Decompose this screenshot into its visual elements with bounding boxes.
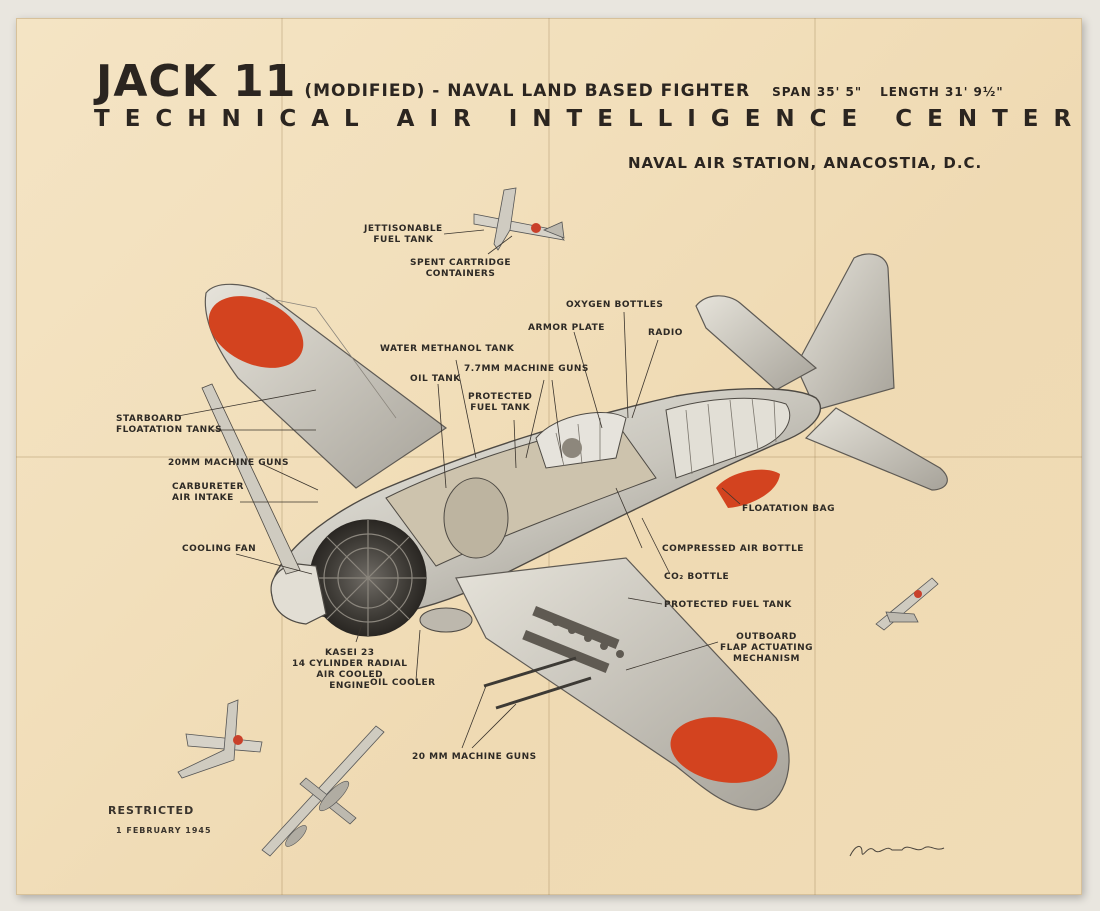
label-line: FUEL TANK [470, 403, 531, 413]
propeller-spinner [270, 563, 327, 625]
label-line: FLAP ACTUATING [720, 643, 813, 653]
label-protected-fuel-tank-upper: PROTECTED FUEL TANK [468, 392, 532, 414]
rear-fuselage-frames [665, 397, 791, 479]
horizontal-stabilizer-lower [804, 407, 948, 491]
poster-title: JACK 11 (MODIFIED) - NAVAL LAND BASED FIG… [96, 56, 1004, 107]
poster-sheet: JACK 11 (MODIFIED) - NAVAL LAND BASED FIG… [16, 18, 1082, 895]
label-outboard-flap-mechanism: OUTBOARD FLAP ACTUATING MECHANISM [720, 632, 813, 665]
label-line: CARBURETER [172, 482, 244, 492]
location-line: NAVAL AIR STATION, ANACOSTIA, D.C. [628, 154, 983, 172]
label-line: AIR COOLED [316, 670, 384, 680]
label-20mm-machine-guns-lower: 20 MM MACHINE GUNS [412, 752, 537, 762]
label-starboard-floatation-tanks: STARBOARD FLOATATION TANKS [116, 414, 222, 436]
label-7-7mm-machine-guns: 7.7MM MACHINE GUNS [464, 364, 589, 374]
label-protected-fuel-tank: PROTECTED FUEL TANK [664, 600, 792, 610]
label-floatation-bag: FLOATATION BAG [742, 504, 835, 514]
port-hinomaru [670, 717, 778, 783]
label-kasei-engine: KASEI 23 14 CYLINDER RADIAL AIR COOLED E… [292, 648, 408, 692]
length-dimension: LENGTH 31' 9½" [880, 85, 1004, 99]
label-line: FUEL TANK [373, 235, 434, 245]
label-line: OUTBOARD [736, 632, 797, 642]
small-aircraft-lower-left [177, 699, 263, 779]
vertical-stabilizer [795, 253, 895, 411]
label-carbureter-air-intake: CARBURETER AIR INTAKE [172, 482, 244, 504]
label-line: MECHANISM [732, 654, 801, 664]
label-line: AIR INTAKE [172, 493, 234, 503]
aircraft-description: (MODIFIED) - NAVAL LAND BASED FIGHTER [304, 81, 751, 101]
small-aircraft-right [875, 577, 939, 631]
label-water-methanol-tank: WATER METHANOL TANK [380, 344, 515, 354]
label-cooling-fan: COOLING FAN [182, 544, 257, 554]
label-line: PROTECTED [468, 392, 533, 402]
fold-crease [281, 18, 283, 895]
fuel-tank-drum [443, 477, 509, 559]
fold-crease [814, 18, 816, 895]
label-oil-tank: OIL TANK [410, 374, 461, 384]
organization-title: TECHNICAL AIR INTELLIGENCE CENTER [94, 106, 1087, 132]
classification-stamp: RESTRICTED [108, 804, 195, 817]
wing-gun-bay [522, 605, 624, 673]
oil-cooler [419, 607, 473, 633]
label-line: CONTAINERS [425, 269, 496, 279]
horizontal-stabilizer-upper [695, 295, 818, 391]
starboard-hinomaru [208, 296, 304, 368]
small-aircraft-top [473, 187, 565, 251]
label-armor-plate: ARMOR PLATE [528, 323, 605, 333]
label-line: JETTISONABLE [364, 224, 443, 234]
label-compressed-air-bottle: COMPRESSED AIR BOTTLE [662, 544, 804, 554]
aircraft-designation: JACK 11 [96, 56, 297, 107]
floatation-bag [716, 469, 780, 508]
label-20mm-machine-guns-wing: 20MM MACHINE GUNS [168, 458, 289, 468]
label-line: FLOATATION TANKS [116, 425, 223, 435]
label-line: SPENT CARTRIDGE [410, 258, 512, 268]
propeller-blade [201, 383, 301, 575]
label-oil-cooler: OIL COOLER [370, 678, 436, 688]
label-jettisonable-fuel-tank: JETTISONABLE FUEL TANK [364, 224, 443, 246]
label-spent-cartridge-containers: SPENT CARTRIDGE CONTAINERS [410, 258, 511, 280]
label-line: ENGINE [329, 681, 371, 691]
label-co2-bottle: CO₂ BOTTLE [664, 572, 730, 582]
aircraft-cutaway-illustration [177, 187, 948, 857]
leader-lines [177, 229, 741, 749]
label-line: 14 CYLINDER RADIAL [292, 659, 408, 669]
label-oxygen-bottles: OXYGEN BOTTLES [566, 300, 664, 310]
label-line: KASEI 23 [324, 648, 375, 658]
label-line: STARBOARD [116, 414, 182, 424]
span-dimension: SPAN 35' 5" [772, 85, 863, 99]
label-radio: RADIO [648, 328, 683, 338]
twin-engine-aircraft [261, 725, 385, 857]
cockpit-canopy [535, 412, 627, 469]
artist-signature [849, 846, 945, 857]
issue-date: 1 FEBRUARY 1945 [116, 826, 212, 835]
